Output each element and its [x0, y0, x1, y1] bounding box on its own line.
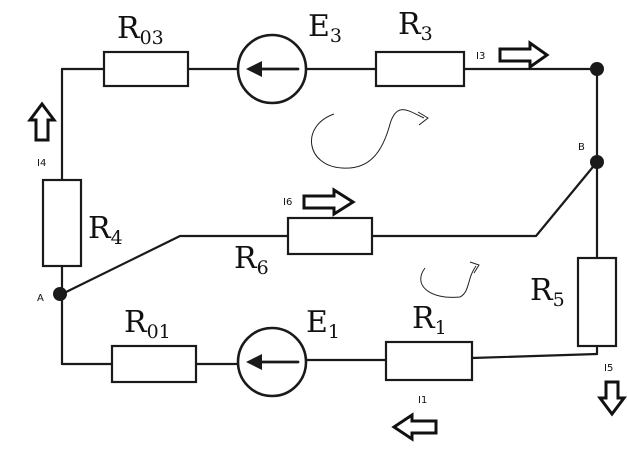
label-r1: R1 — [412, 301, 447, 339]
loop-direction-lower-icon — [420, 265, 477, 298]
current-arrow-i6-right-icon — [302, 187, 356, 217]
label-e3: E3 — [308, 9, 342, 47]
loop-arrowhead-lower-icon — [469, 261, 480, 274]
label-r01: R01 — [124, 305, 171, 343]
current-label-i4: I4 — [37, 158, 46, 169]
current-arrow-i4-up-icon — [27, 101, 57, 142]
voltage-source-e1 — [236, 326, 308, 398]
label-r5: R5 — [530, 273, 565, 311]
wire-middle-a-r6 — [60, 234, 290, 296]
current-label-i1: I1 — [418, 395, 427, 406]
arrow-left-icon — [246, 354, 262, 370]
node-top-right — [590, 62, 604, 76]
loop-direction-upper-icon — [310, 109, 425, 169]
arrow-left-icon — [246, 61, 262, 77]
wire-bottom-right — [470, 352, 599, 360]
current-arrow-i1-left-icon — [391, 412, 438, 442]
node-label-b: B — [578, 142, 585, 153]
wire-middle-r6-b — [370, 160, 599, 238]
label-r4: R4 — [88, 211, 123, 249]
label-r03: R03 — [117, 11, 164, 49]
current-label-i3: I3 — [476, 51, 485, 62]
voltage-source-e3 — [236, 33, 308, 105]
resistor-r6 — [286, 216, 374, 256]
label-r3: R3 — [398, 7, 433, 45]
resistor-r01 — [110, 344, 198, 384]
resistor-r4 — [41, 178, 83, 268]
label-r6: R6 — [234, 241, 269, 279]
resistor-r3 — [374, 50, 466, 88]
current-label-i6: I6 — [283, 197, 292, 208]
resistor-r03 — [102, 50, 190, 88]
label-e1: E1 — [306, 305, 340, 343]
resistor-r1 — [384, 340, 474, 382]
loop-arrowhead-upper-icon — [417, 111, 429, 126]
resistor-r5 — [576, 256, 618, 348]
node-b — [590, 155, 604, 169]
current-arrow-i3-right-icon — [498, 40, 550, 70]
current-arrow-i5-down-icon — [597, 380, 627, 417]
node-a — [53, 287, 67, 301]
wires — [60, 67, 599, 366]
node-label-a: A — [37, 293, 44, 304]
current-label-i5: I5 — [604, 363, 613, 374]
